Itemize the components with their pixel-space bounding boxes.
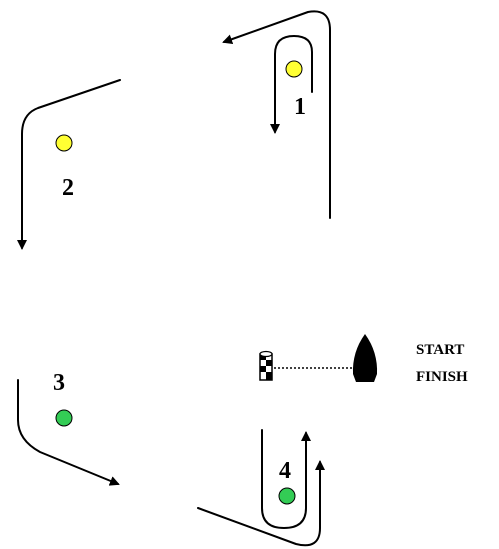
mark-4-buoy xyxy=(278,487,296,505)
course-leg-mark-1-inner xyxy=(270,35,313,134)
mark-4-number: 4 xyxy=(279,458,291,484)
start-finish-pin-icon xyxy=(259,350,273,381)
course-leg-mark-3 xyxy=(17,379,120,486)
course-leg-mark-1-outer xyxy=(222,10,331,219)
mark-3-buoy xyxy=(55,409,73,427)
start-label: START xyxy=(416,342,464,358)
finish-label: FINISH xyxy=(416,369,468,385)
mark-1-buoy xyxy=(285,60,303,78)
course-leg-mark-4-outer xyxy=(197,460,325,547)
course-leg-mark-4-inner xyxy=(261,429,311,529)
course-leg-mark-2 xyxy=(17,79,121,250)
mark-3-number: 3 xyxy=(53,370,65,396)
mark-1-number: 1 xyxy=(294,94,306,120)
committee-boat-icon xyxy=(352,334,378,382)
mark-2-number: 2 xyxy=(62,175,74,201)
mark-2-buoy xyxy=(55,134,73,152)
